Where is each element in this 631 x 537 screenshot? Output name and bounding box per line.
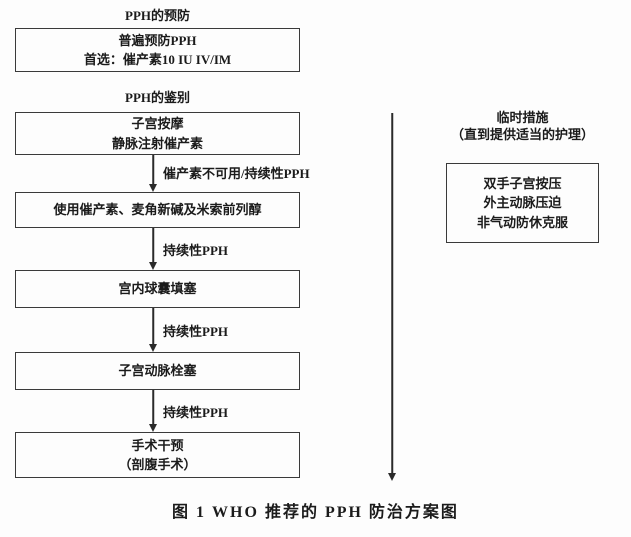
flow-box-identify-line2: 静脉注射催产素 xyxy=(111,135,203,151)
flow-box-identify: 子宫按摩 静脉注射催产素 xyxy=(15,112,300,155)
arrow-down-timeline xyxy=(387,113,397,481)
arrow-line xyxy=(391,113,393,474)
arrow-head-icon xyxy=(149,424,157,432)
arrow1-condition-label: 催产素不可用/持续性PPH xyxy=(163,166,310,181)
arrow-down-4 xyxy=(148,390,158,432)
flow-box-drugs: 使用催产素、麦角新碱及米索前列醇 xyxy=(15,192,300,228)
arrow-head-icon xyxy=(149,344,157,352)
figure-caption: 图 1 WHO 推荐的 PPH 防治方案图 xyxy=(172,504,459,521)
prevention-section-label: PPH的预防 xyxy=(125,8,190,23)
flow-box-prevention-line2: 首选：催产素10 IU IV/IM xyxy=(83,52,232,67)
temporary-measures-label-line1: 临时措施 xyxy=(496,110,549,125)
flow-box-prevention-line1: 普遍预防PPH xyxy=(118,32,197,48)
flow-box-temporary-line1: 双手子宫按压 xyxy=(483,175,562,191)
flow-box-temporary-line2: 外主动脉压迫 xyxy=(483,195,562,211)
flow-box-temporary-line3: 非气动防休克服 xyxy=(476,214,568,230)
identification-section-label: PPH的鉴别 xyxy=(125,90,190,105)
arrow-line xyxy=(152,228,154,263)
arrow-head-icon xyxy=(149,184,157,192)
flow-box-surgery: 手术干预 （剖腹手术） xyxy=(15,432,300,478)
flow-box-embolization-line1: 子宫动脉栓塞 xyxy=(118,363,197,379)
flow-box-balloon-line1: 宫内球囊填塞 xyxy=(118,281,197,297)
temporary-measures-label-line2: （直到提供适当的护理） xyxy=(450,126,594,142)
arrow3-condition-label: 持续性PPH xyxy=(163,324,228,339)
flow-box-embolization: 子宫动脉栓塞 xyxy=(15,352,300,390)
arrow-line xyxy=(152,390,154,425)
arrow-line xyxy=(152,155,154,185)
arrow2-condition-label: 持续性PPH xyxy=(163,243,228,258)
arrow-down-2 xyxy=(148,228,158,270)
arrow-down-3 xyxy=(148,308,158,352)
flow-box-balloon: 宫内球囊填塞 xyxy=(15,270,300,308)
arrow4-condition-label: 持续性PPH xyxy=(163,405,228,420)
arrow-head-icon xyxy=(388,473,396,481)
arrow-head-icon xyxy=(149,262,157,270)
flow-box-temporary-measures: 双手子宫按压 外主动脉压迫 非气动防休克服 xyxy=(446,163,599,243)
flow-box-surgery-line1: 手术干预 xyxy=(131,437,184,453)
flow-box-prevention: 普遍预防PPH 首选：催产素10 IU IV/IM xyxy=(15,28,300,72)
flow-box-identify-line1: 子宫按摩 xyxy=(131,116,184,131)
arrow-line xyxy=(152,308,154,345)
flow-box-drugs-line1: 使用催产素、麦角新碱及米索前列醇 xyxy=(53,202,262,218)
arrow-down-1 xyxy=(148,155,158,192)
flow-box-surgery-line2: （剖腹手术） xyxy=(118,457,197,472)
temporary-measures-label: 临时措施 （直到提供适当的护理） xyxy=(430,110,615,144)
